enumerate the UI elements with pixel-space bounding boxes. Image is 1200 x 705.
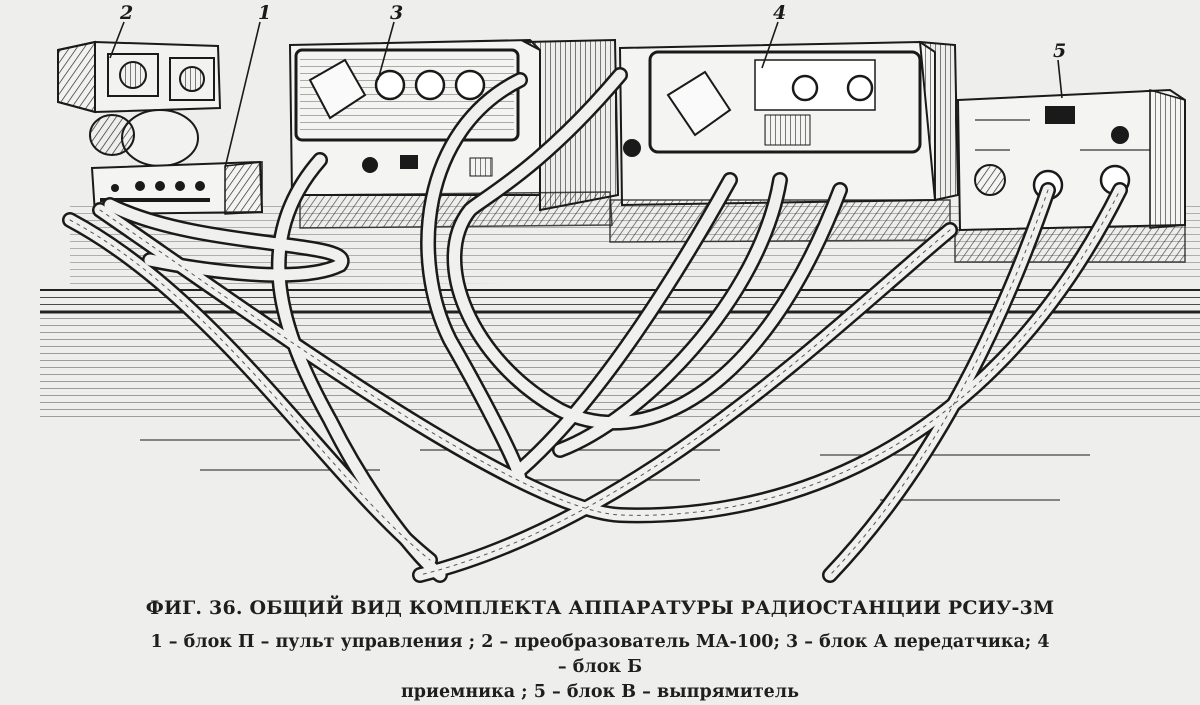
legend-line-1: 1 – блок П – пульт управления ; 2 – прео… [150, 632, 1050, 677]
legend-line-2: приемника ; 5 – блок В – выпрямитель [400, 682, 800, 702]
control-unit-block-p [90, 160, 264, 216]
equipment-illustration [40, 21, 1200, 583]
callout-leaders [109, 21, 1063, 169]
callout-2: 2 [120, 2, 134, 24]
callout-5: 5 [1053, 40, 1067, 62]
receiver-block-b [609, 40, 960, 243]
rectifier-block-v [954, 88, 1186, 263]
connecting-cables [62, 67, 1128, 583]
figure-legend: 1 – блок П – пульт управления ; 2 – прео… [150, 630, 1050, 705]
converter-ma100 [57, 40, 222, 167]
figure-caption-title: ФИГ. 36. ОБЩИЙ ВИД КОМПЛЕКТА АППАРАТУРЫ … [145, 597, 1055, 619]
transmitter-block-a [288, 38, 620, 229]
callout-1: 1 [258, 2, 272, 24]
callout-4: 4 [773, 2, 787, 24]
callout-3: 3 [390, 2, 404, 24]
